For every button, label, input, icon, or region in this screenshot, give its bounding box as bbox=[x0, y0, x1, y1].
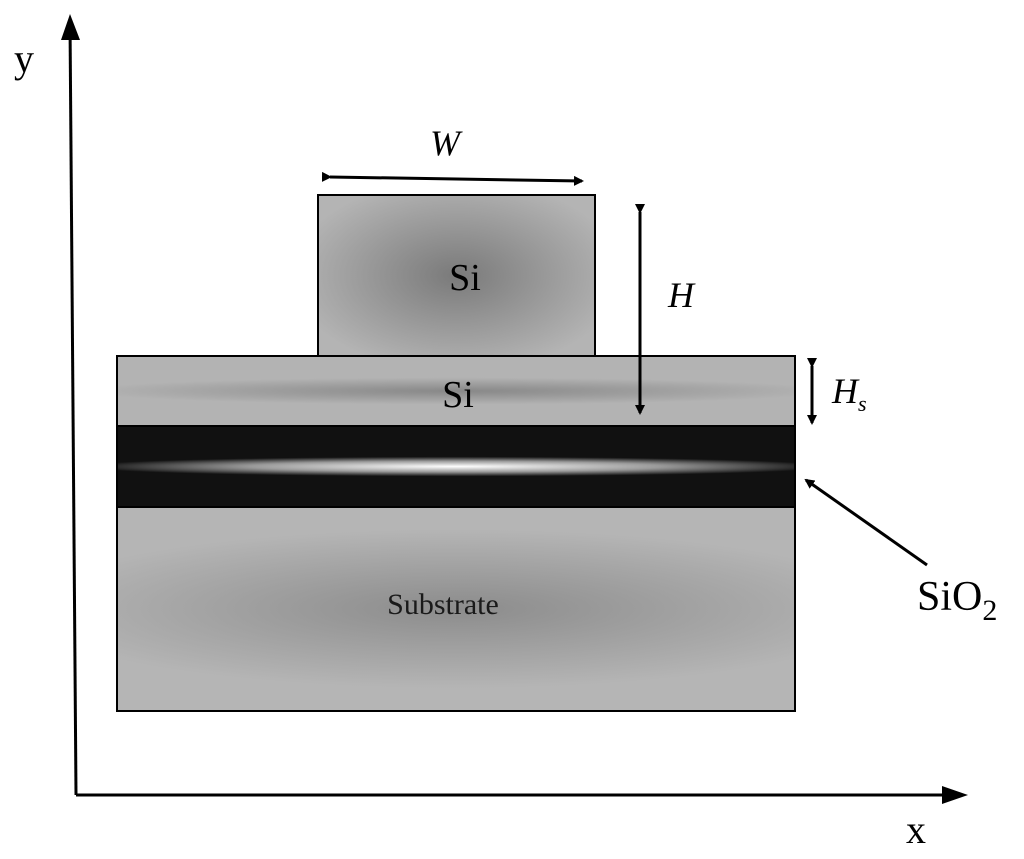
y-axis-label: y bbox=[14, 36, 34, 81]
width-dimension-arrow bbox=[321, 171, 584, 186]
y-axis bbox=[68, 21, 78, 796]
slab-label: Si bbox=[442, 374, 474, 416]
oxide-layer bbox=[116, 425, 796, 508]
width-label: W bbox=[430, 123, 463, 163]
x-axis-arrow-icon bbox=[942, 786, 968, 804]
oxide-subscript: 2 bbox=[982, 594, 997, 627]
rib-label: Si bbox=[449, 257, 481, 299]
rib-layer bbox=[317, 194, 596, 357]
oxide-pointer-arrow bbox=[804, 478, 928, 567]
slab-height-subscript: s bbox=[858, 391, 867, 416]
y-axis-arrow-icon bbox=[61, 14, 80, 40]
slab-height-label: Hs bbox=[831, 371, 867, 416]
x-axis-label: x bbox=[906, 807, 926, 852]
height-label: H bbox=[667, 275, 696, 315]
slab-layer bbox=[116, 355, 796, 427]
substrate-label: Substrate bbox=[387, 588, 499, 621]
oxide-label: SiO2 bbox=[917, 574, 997, 627]
substrate-layer bbox=[116, 506, 796, 712]
